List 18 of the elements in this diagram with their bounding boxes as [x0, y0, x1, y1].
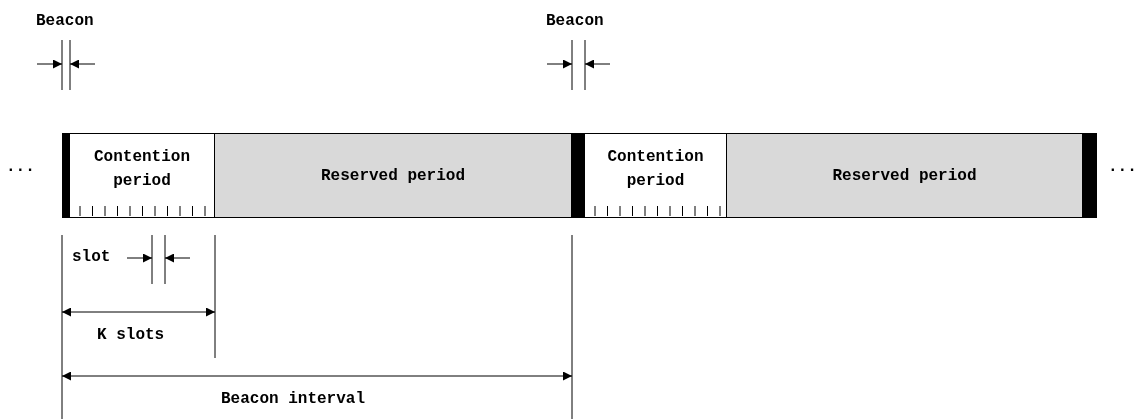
ellipsis: ... — [1108, 158, 1137, 176]
period-label: Reserved period — [831, 165, 978, 187]
period-label: Contention period — [606, 146, 705, 192]
beacon-label: Beacon — [546, 12, 604, 30]
contention-period-segment — [585, 133, 727, 218]
period-label: Reserved period — [320, 165, 466, 187]
ellipsis: ... — [6, 158, 35, 176]
beacon-bar — [62, 133, 70, 218]
beacon-bar — [1083, 133, 1097, 218]
reserved-period-segment — [215, 133, 572, 218]
contention-period-segment — [70, 133, 215, 218]
reserved-period-segment — [727, 133, 1083, 218]
period-label: Contention period — [93, 146, 191, 192]
dimension-label: Beacon interval — [221, 390, 366, 408]
beacon-label: Beacon — [36, 12, 94, 30]
slot-label: slot — [72, 248, 111, 266]
beacon-bar — [572, 133, 585, 218]
dimension-label: K slots — [97, 326, 165, 344]
